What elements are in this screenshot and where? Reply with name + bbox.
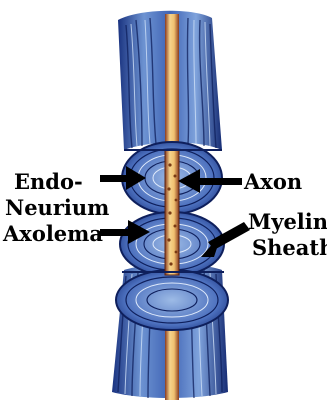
label-endoneurium-line2: Neurium (5, 196, 109, 219)
label-myelin-sheath-line1: Myelin (248, 210, 327, 233)
label-endoneurium-line1: Endo- (14, 170, 83, 193)
label-axon: Axon (244, 170, 302, 193)
label-myelin-sheath-line2: Sheath (252, 236, 327, 259)
label-axolema: Axolema (3, 222, 103, 245)
lower-cross-section (116, 270, 228, 330)
axon-upper (165, 14, 179, 154)
axon-node (165, 150, 179, 275)
